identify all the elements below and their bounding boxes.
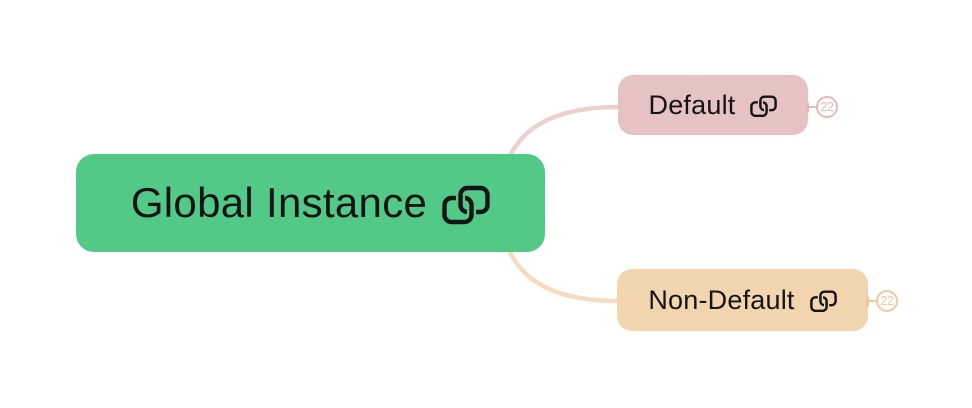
badge-default: 22 bbox=[806, 96, 838, 118]
node-label: Global Instance bbox=[130, 179, 428, 226]
badge-count-circle[interactable]: 22 bbox=[876, 290, 898, 312]
badge-connector-line bbox=[809, 105, 816, 109]
clone-link-icon[interactable] bbox=[809, 290, 837, 313]
badge-count: 22 bbox=[880, 294, 894, 308]
node-default[interactable]: Default bbox=[618, 75, 808, 135]
badge-connector-line bbox=[869, 299, 876, 303]
clone-link-icon[interactable] bbox=[750, 95, 778, 118]
node-label: Default bbox=[648, 89, 736, 120]
badge-count: 22 bbox=[820, 100, 834, 114]
node-global-instance[interactable]: Global Instance bbox=[76, 154, 545, 252]
badge-non-default: 22 bbox=[866, 290, 898, 312]
clone-link-icon[interactable] bbox=[442, 185, 490, 225]
badge-count-circle[interactable]: 22 bbox=[816, 96, 838, 118]
node-non-default[interactable]: Non-Default bbox=[617, 269, 868, 331]
badge-connector-tick bbox=[866, 295, 869, 307]
node-label: Non-Default bbox=[648, 284, 795, 315]
badge-connector-tick bbox=[806, 101, 809, 113]
